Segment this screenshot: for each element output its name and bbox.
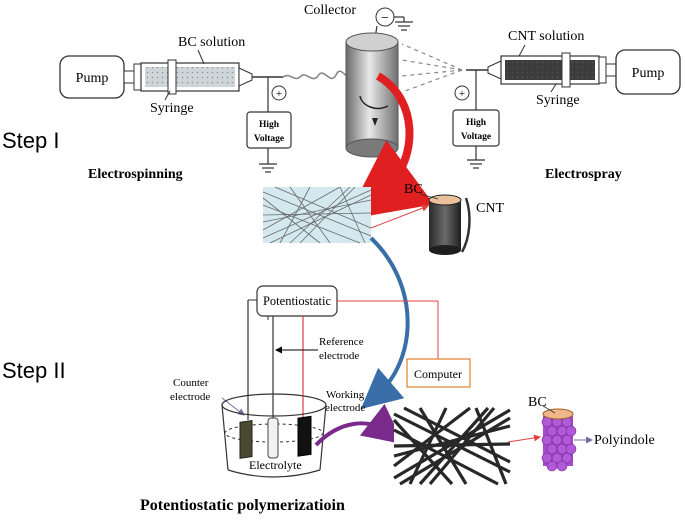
- potentiostatic-label: Potentiostatic: [263, 294, 332, 308]
- svg-text:electrode: electrode: [325, 402, 365, 414]
- working-electrode: [297, 415, 312, 457]
- right-plus-terminal: [454, 85, 470, 101]
- mat-to-model-pointer: [507, 434, 541, 443]
- electrochemical-cell: Potentiostatic Computer Reference electr…: [170, 285, 471, 478]
- left-ground-icon: [259, 163, 277, 173]
- collector-ground-icon: [395, 21, 413, 31]
- step-1-label: Step I: [2, 128, 59, 153]
- svg-text:Voltage: Voltage: [254, 134, 284, 144]
- blue-curved-arrow: [360, 236, 410, 410]
- electrospray-title: Electrospray: [545, 167, 622, 182]
- svg-text:−: −: [381, 11, 389, 26]
- computer-box: [406, 358, 471, 388]
- reference-label: Reference: [319, 336, 364, 348]
- left-plus-terminal: [271, 85, 287, 101]
- collector-drum: Collector −: [304, 3, 463, 220]
- right-ground-icon: [467, 159, 485, 169]
- polyindole-fiber-mat: [392, 406, 511, 486]
- bc-label-1: BC: [404, 182, 423, 197]
- electrospray-cone: [401, 43, 463, 93]
- svg-text:+: +: [459, 88, 465, 100]
- cnt-label: CNT: [476, 201, 504, 216]
- purple-curved-arrow: [314, 403, 404, 447]
- right-plunger: [605, 63, 617, 77]
- fiber-to-cnt-pointer: [370, 204, 429, 229]
- step-2-label: Step II: [2, 358, 66, 383]
- electrolyte-label: Electrolyte: [249, 458, 302, 472]
- right-pump-box: [615, 49, 681, 95]
- electrospinning-setup: Pump BC solution Syringe + High Voltage …: [59, 35, 355, 182]
- cnt-solution-label: CNT solution: [508, 29, 584, 44]
- right-syringe-label: Syringe: [536, 93, 580, 108]
- step-2-title: Potentiostatic polymerizatioin: [140, 497, 345, 514]
- bc-cnt-fiber-mat: [262, 186, 372, 244]
- computer-label: Computer: [414, 367, 462, 381]
- bc-polyindole-model: [541, 408, 577, 472]
- counter-electrode: [239, 420, 253, 459]
- bc-cnt-fiber-model: [428, 194, 471, 255]
- right-pump-label: Pump: [632, 66, 665, 81]
- left-high-voltage-box: [246, 111, 292, 149]
- svg-text:High: High: [466, 118, 487, 128]
- red-curved-arrow: [345, 72, 434, 220]
- svg-text:electrode: electrode: [319, 350, 359, 362]
- electrolyte-surface: [224, 423, 324, 443]
- beaker-top: [221, 393, 327, 417]
- electrospinning-jet: [282, 70, 355, 80]
- svg-text:+: +: [276, 88, 282, 100]
- left-syringe-label: Syringe: [150, 101, 194, 116]
- polyindole-label: Polyindole: [594, 433, 655, 448]
- beaker-bottom: [227, 469, 321, 478]
- electrospray-setup: CNT solution Pump Syringe + High Voltage…: [452, 29, 681, 182]
- reference-electrode: [267, 417, 279, 459]
- left-pump-label: Pump: [76, 71, 109, 86]
- bc-label-2: BC: [528, 395, 547, 410]
- left-plunger: [123, 70, 135, 84]
- bc-solution-label: BC solution: [178, 35, 245, 50]
- svg-text:electrode: electrode: [170, 391, 210, 403]
- svg-text:Voltage: Voltage: [461, 132, 491, 142]
- electrospinning-title: Electrospinning: [88, 167, 183, 182]
- counter-label: Counter: [173, 377, 209, 389]
- collector-label: Collector: [304, 3, 356, 18]
- working-label: Working: [326, 389, 365, 401]
- svg-text:High: High: [259, 120, 280, 130]
